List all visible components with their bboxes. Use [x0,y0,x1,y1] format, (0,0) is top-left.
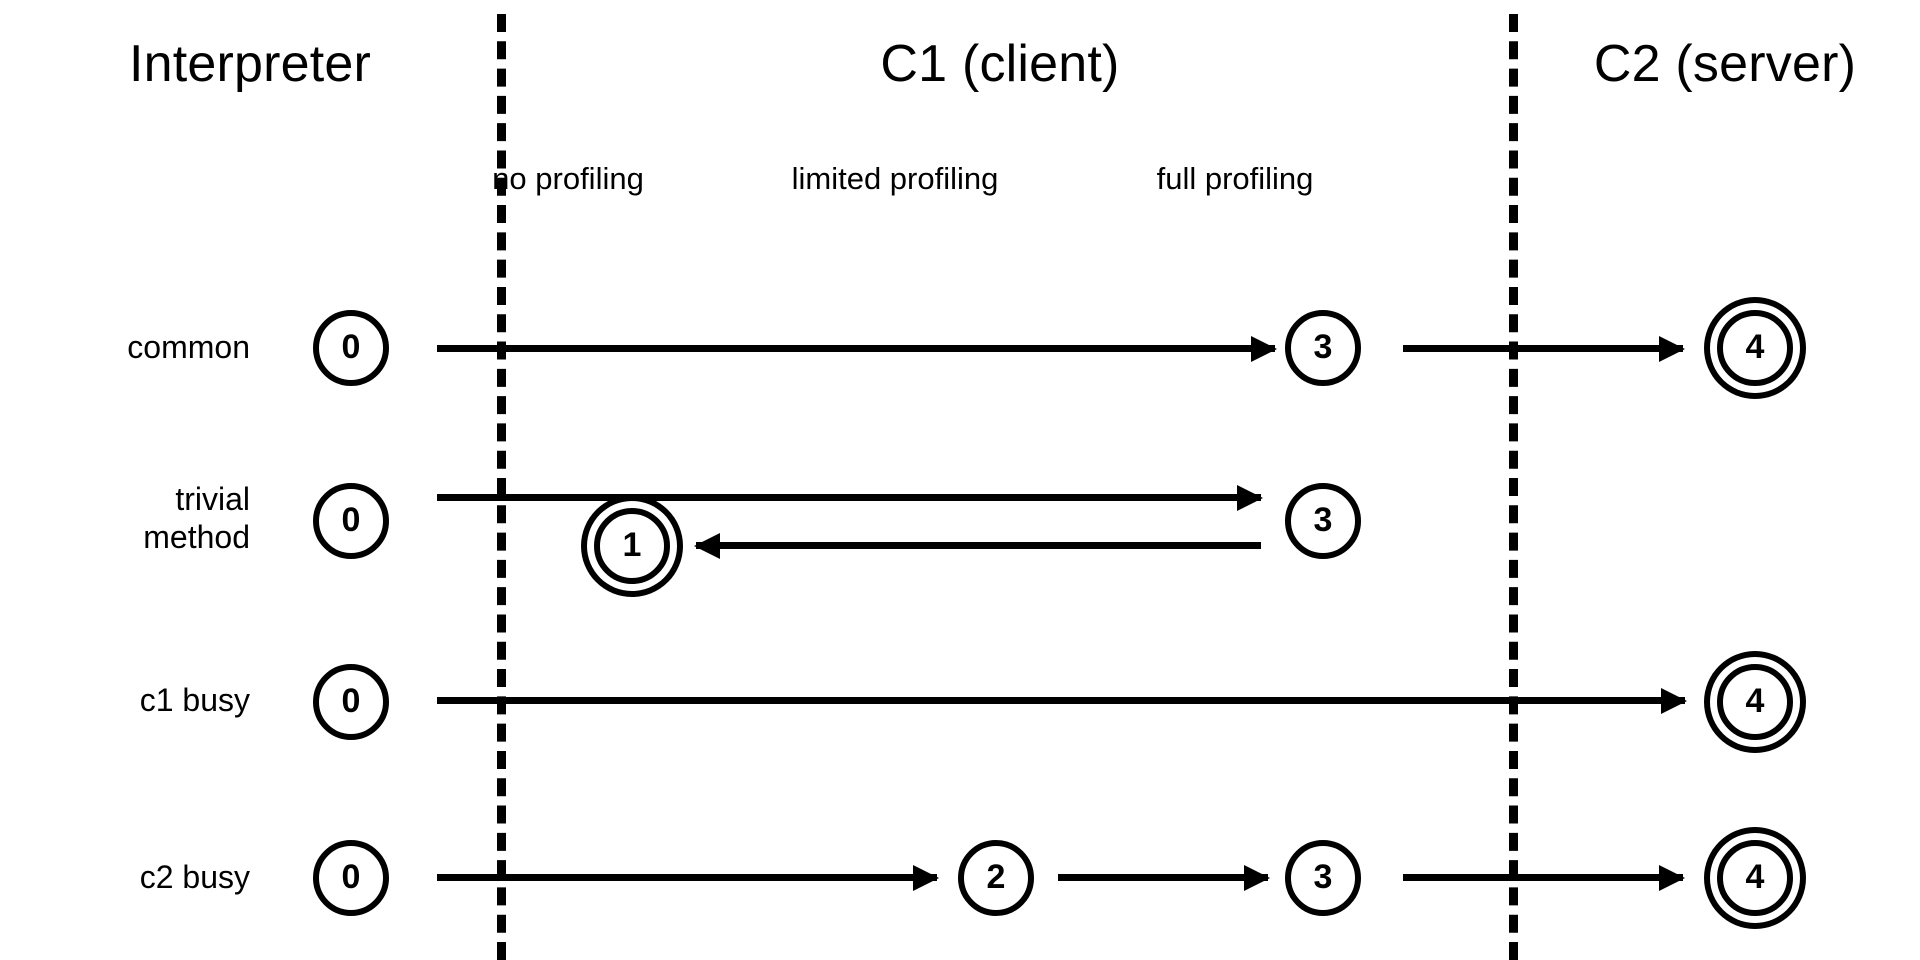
state-node-value: 3 [1313,501,1333,539]
edge-c2busy-0-to-2 [437,864,939,891]
zone-title-interpreter: Interpreter [128,35,372,93]
edge-c2busy-2-to-3 [1058,864,1270,891]
state-node-common-3[interactable]: 3 [1285,310,1361,386]
state-node-value: 4 [1745,682,1765,720]
state-node-value: 0 [341,858,361,896]
phase-label-full-profiling: full profiling [1156,161,1314,196]
state-node-value: 0 [341,328,361,366]
arrowhead-right-icon [1237,484,1263,511]
state-node-c2busy-3[interactable]: 3 [1285,840,1361,916]
zone-divider-interpreter-c1 [497,14,506,960]
state-node-c2busy-2[interactable]: 2 [958,840,1034,916]
state-node-c2busy-0[interactable]: 0 [313,840,389,916]
arrowhead-left-icon [694,532,720,559]
zone-divider-c1-c2 [1509,14,1518,960]
row-label-common: common [127,329,250,365]
state-node-trivial-0[interactable]: 0 [313,483,389,559]
row-label-c2-busy: c2 busy [139,859,250,895]
state-node-value: 0 [341,501,361,539]
state-node-value: 1 [622,526,642,564]
arrowhead-right-icon [913,864,939,891]
state-node-c1busy-4[interactable]: 4 [1717,664,1793,740]
phase-label-no-profiling: no profiling [492,161,644,196]
arrowhead-right-icon [1251,335,1277,362]
state-node-value: 2 [986,858,1006,896]
state-node-value: 3 [1313,858,1333,896]
edge-c2busy-3-to-4 [1403,864,1685,891]
zone-title-c1: C1 (client) [880,35,1120,93]
edge-trivial-3-to-1 [694,532,1261,559]
state-node-c2busy-4[interactable]: 4 [1717,840,1793,916]
zone-title-c2: C2 (server) [1593,35,1857,93]
state-node-trivial-3[interactable]: 3 [1285,483,1361,559]
state-node-c1busy-0[interactable]: 0 [313,664,389,740]
state-node-common-0[interactable]: 0 [313,310,389,386]
state-node-value: 4 [1745,328,1765,366]
edge-common-0-to-3 [437,335,1277,362]
row-label-trivial-method: trivial method [143,481,250,555]
arrowhead-right-icon [1661,687,1687,714]
arrowhead-right-icon [1244,864,1270,891]
state-node-value: 0 [341,682,361,720]
state-node-value: 4 [1745,858,1765,896]
edge-c1busy-0-to-4 [437,687,1687,714]
state-node-trivial-1[interactable]: 1 [594,508,670,584]
edge-common-3-to-4 [1403,335,1685,362]
arrowhead-right-icon [1659,864,1685,891]
phase-label-limited-profiling: limited profiling [791,161,999,196]
arrowhead-right-icon [1659,335,1685,362]
state-node-common-4[interactable]: 4 [1717,310,1793,386]
row-label-c1-busy: c1 busy [139,682,250,718]
edge-trivial-0-to-3 [437,484,1263,511]
state-node-value: 3 [1313,328,1333,366]
